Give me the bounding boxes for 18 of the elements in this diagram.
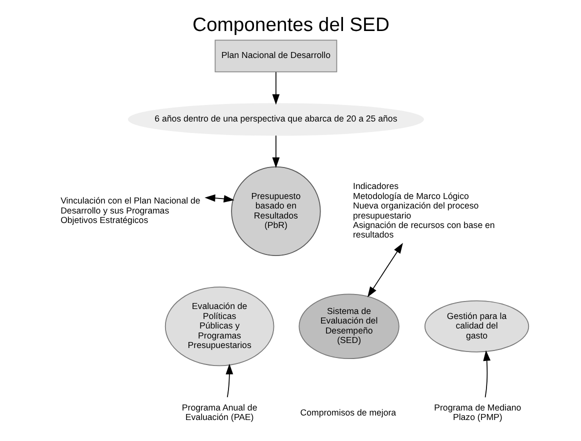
- node-ellipse: Gestión para la calidad del gasto: [424, 300, 529, 352]
- node-ellipse: Evaluación de Políticas Públicas y Programas Presupuestarios: [164, 286, 274, 366]
- node-text: Indicadores Metodología de Marco Lógico Nueva organización del proceso presupuestario Asignación de recursos con base en resultados: [352, 181, 494, 240]
- node-box: Plan Nacional de Desarrollo: [214, 40, 337, 72]
- node-text: Programa Anual de Evaluación (PAE): [181, 402, 257, 422]
- arrow: [482, 350, 490, 398]
- arrow: [225, 364, 233, 398]
- label: Compromisos de mejora: [300, 407, 396, 418]
- node-text: Vinculación con el Plan Nacional de Desarrollo y sus Programas Objetivos Estratégicos: [60, 196, 200, 226]
- diagram-title: Componentes del SED: [192, 14, 389, 36]
- arrow: [272, 72, 280, 105]
- arrow: [366, 242, 402, 298]
- node-text: Programa de Mediano Plazo (PMP): [434, 402, 521, 422]
- arrow: [272, 135, 280, 168]
- node-circle: Presupuesto basado en Resultados (PbR): [230, 166, 320, 256]
- node-ellipse: 6 años dentro de una perspectiva que abarca de 20 a 25 años: [127, 103, 424, 136]
- node-ellipse: Sistema de Evaluación del Desempeño (SED): [298, 294, 399, 359]
- arrow: [204, 194, 234, 202]
